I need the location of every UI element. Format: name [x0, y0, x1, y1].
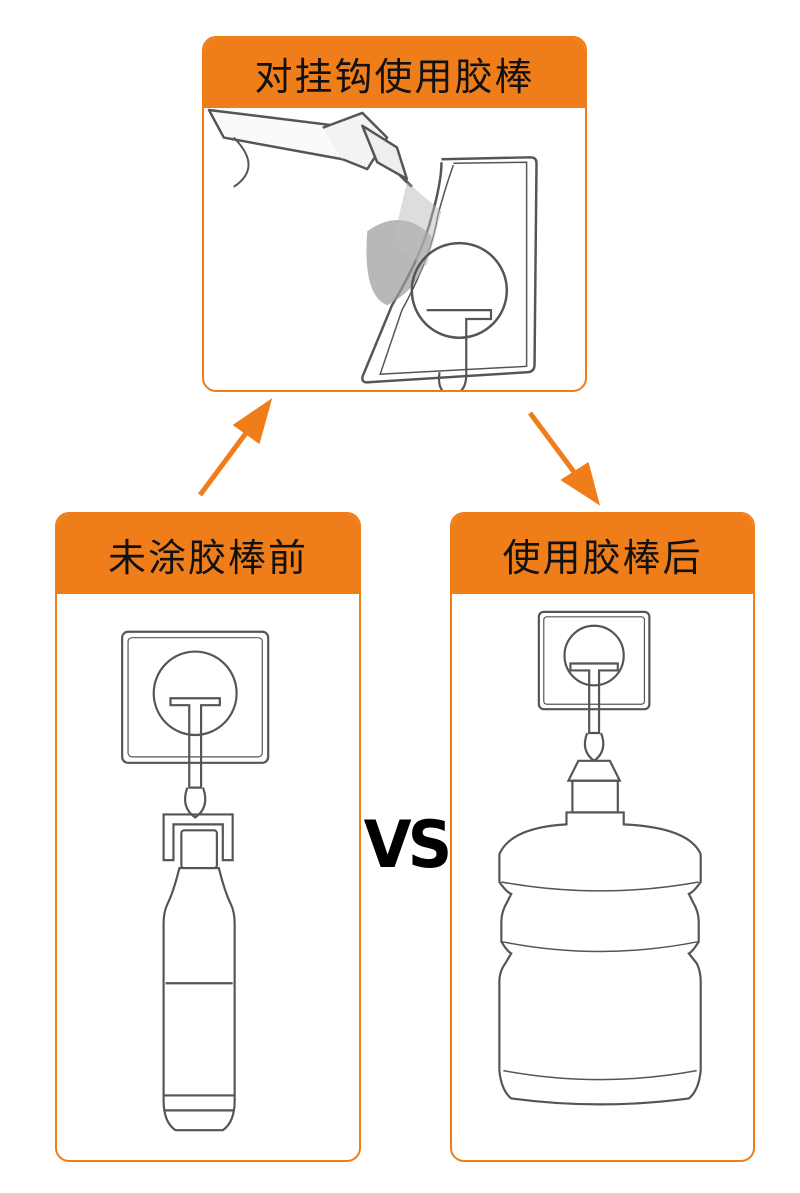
hook-icon: [569, 662, 619, 763]
before-glue-title: 未涂胶棒前: [57, 514, 359, 594]
thermos-bottle-icon: [162, 829, 236, 1132]
hook-pad-icon: [537, 610, 651, 711]
water-jug-hanging-illustration: [452, 594, 753, 1160]
glue-stick-icon: [207, 108, 413, 188]
water-jug-icon: [498, 759, 702, 1106]
before-glue-panel: 未涂胶棒前: [55, 512, 361, 1162]
bottle-hanging-illustration: [57, 594, 359, 1160]
after-glue-title: 使用胶棒后: [452, 514, 753, 594]
glue-application-title: 对挂钩使用胶棒: [204, 38, 585, 108]
glue-application-panel: 对挂钩使用胶棒: [202, 36, 587, 392]
vs-label: VS: [363, 806, 453, 883]
arrow-up-right-icon: [197, 398, 273, 497]
arrow-down-right-icon: [527, 411, 601, 506]
after-glue-panel: 使用胶棒后: [450, 512, 755, 1162]
hook-pad-icon: [361, 156, 538, 390]
hook-icon: [169, 697, 221, 819]
glue-stick-applying-illustration: [204, 108, 585, 390]
hook-pad-icon: [121, 630, 270, 764]
